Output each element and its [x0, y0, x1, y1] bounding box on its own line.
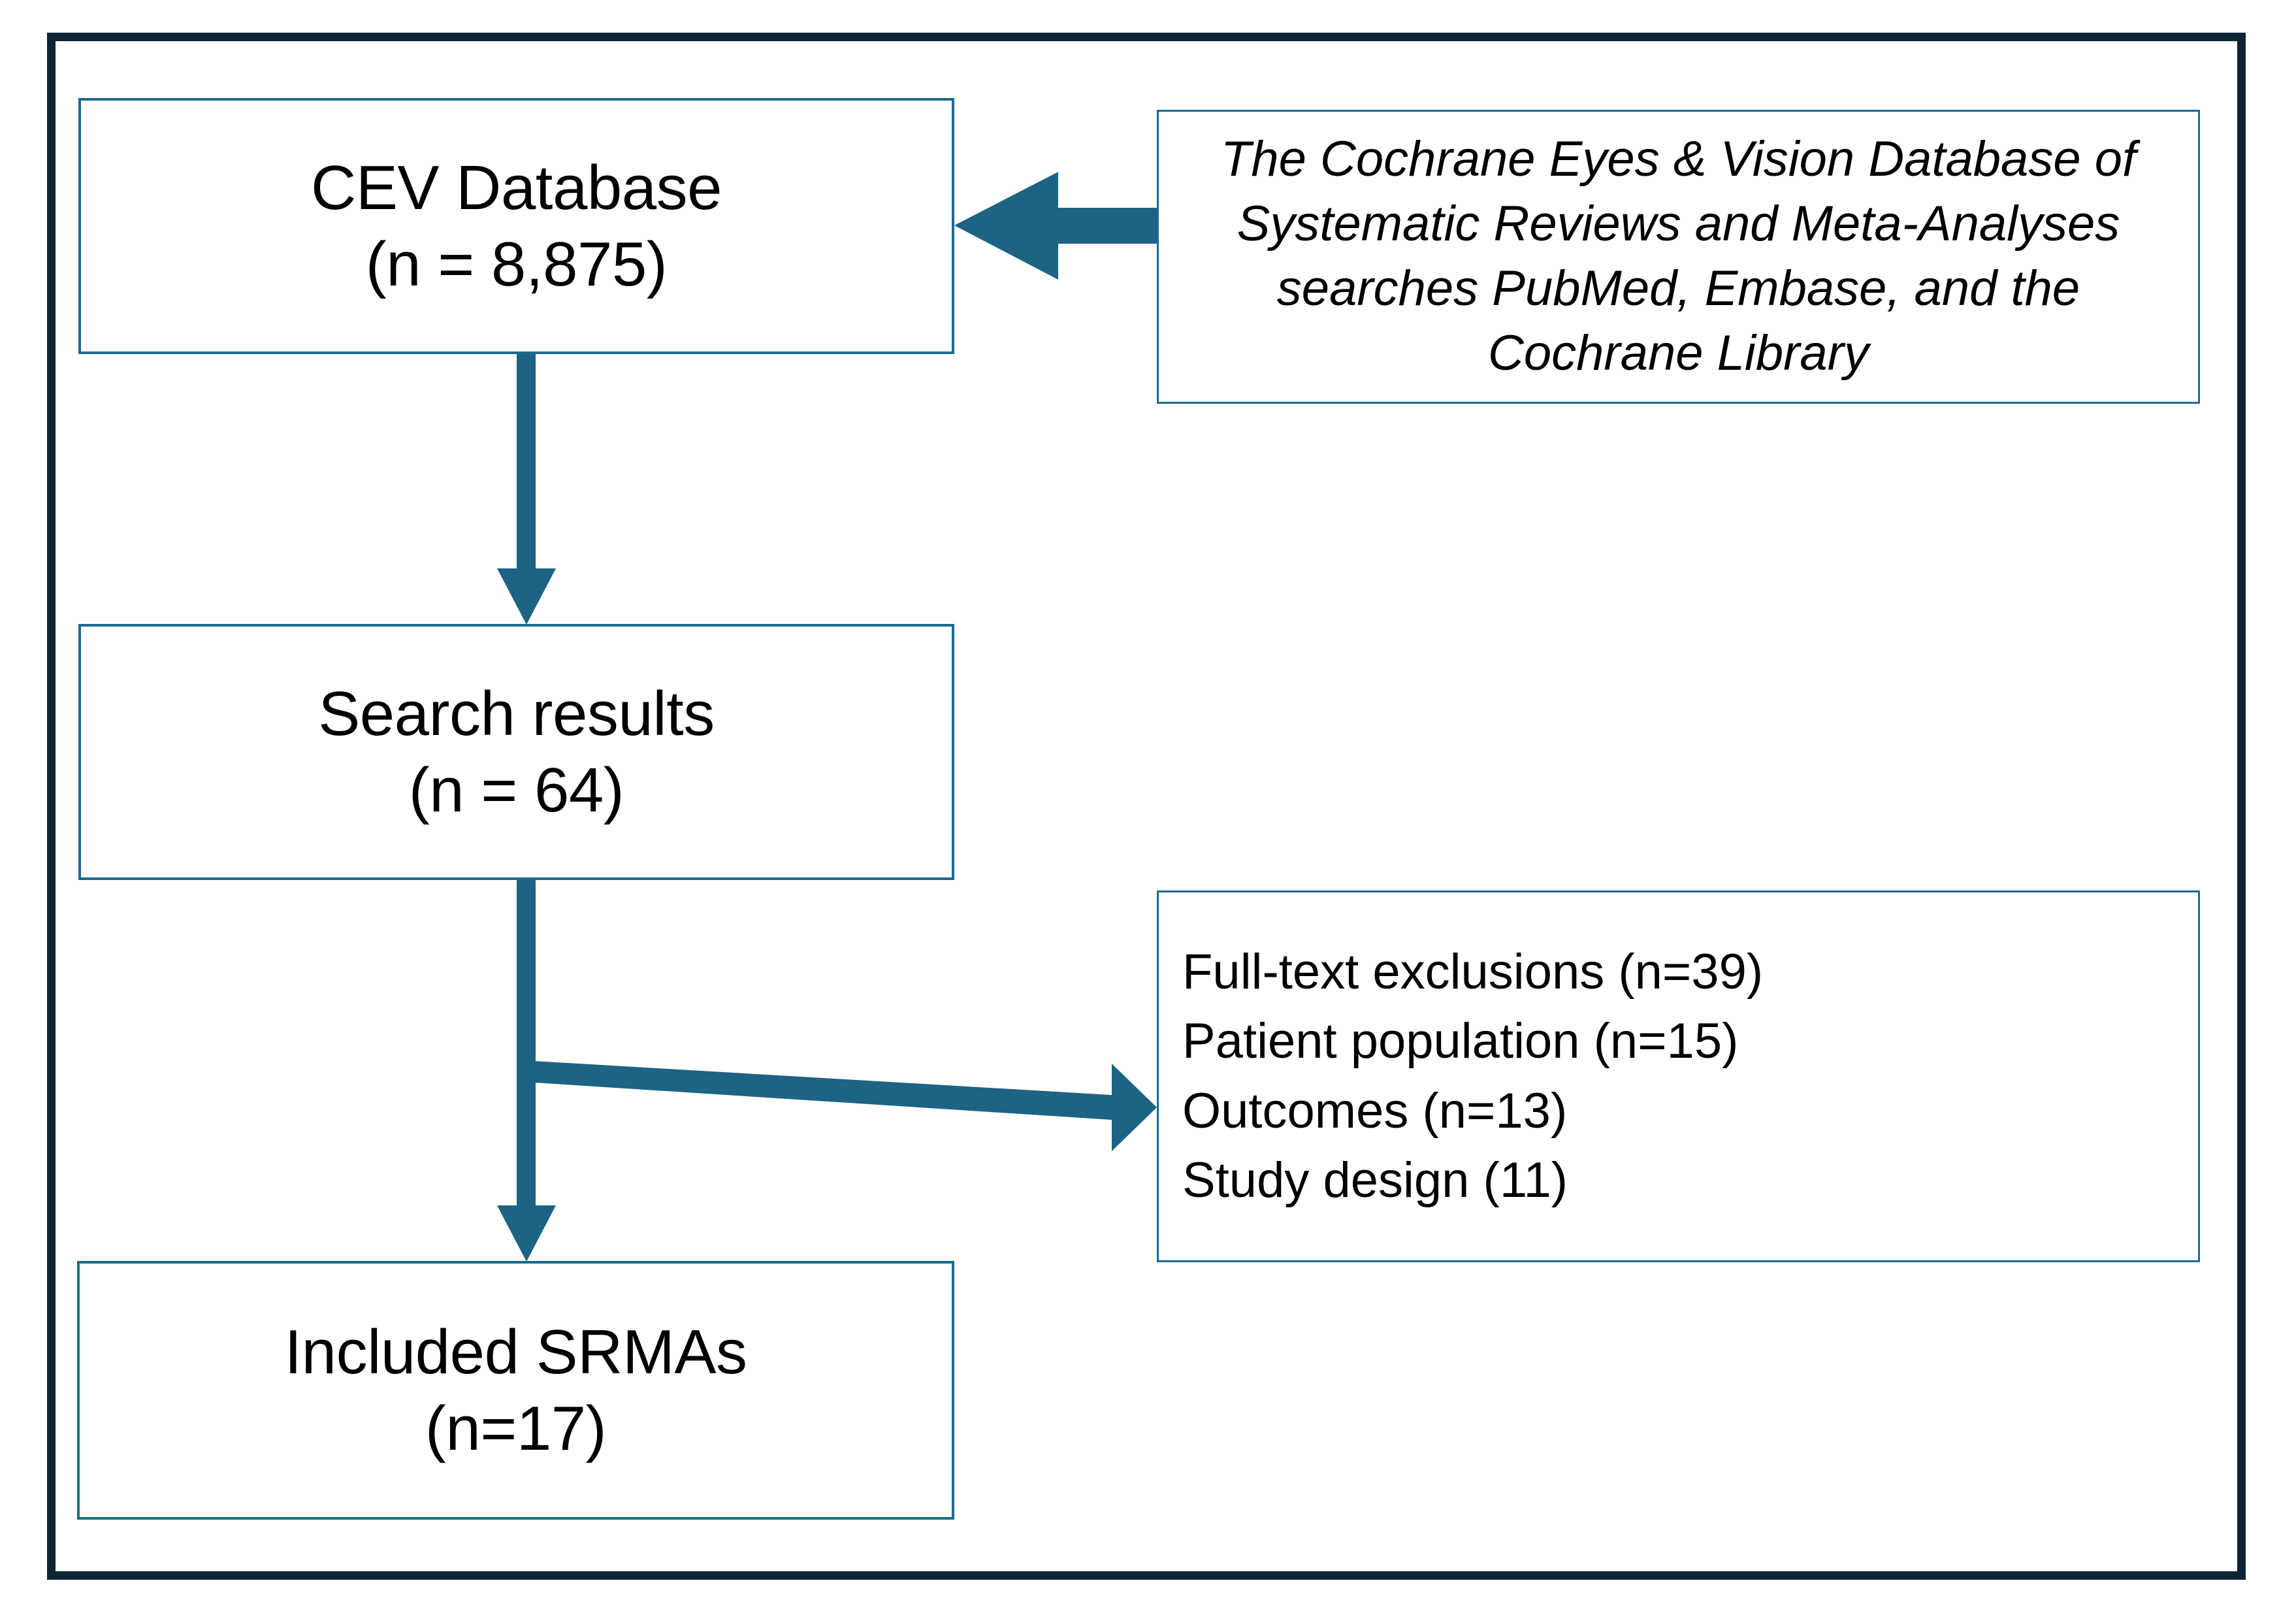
- search-results-title: Search results: [318, 678, 715, 749]
- included-srmas-count: (n=17): [425, 1394, 607, 1463]
- search-results-count: (n = 64): [408, 755, 624, 825]
- box-database-note: The Cochrane Eyes & Vision Database of S…: [1157, 110, 2200, 404]
- cev-database-count: (n = 8,875): [365, 229, 668, 299]
- exclusion-line-patient-population: Patient population (n=15): [1182, 1013, 1739, 1070]
- box-included-srmas: Included SRMAs (n=17): [77, 1261, 954, 1520]
- cev-database-title: CEV Database: [310, 152, 722, 223]
- database-note-text: The Cochrane Eyes & Vision Database of S…: [1220, 131, 2137, 381]
- exclusion-line-full-text: Full-text exclusions (n=39): [1182, 943, 1764, 1000]
- outer-frame-border: [47, 33, 2246, 1580]
- box-exclusions: Full-text exclusions (n=39) Patient popu…: [1157, 890, 2200, 1262]
- box-cev-database: CEV Database (n = 8,875): [78, 98, 954, 354]
- exclusion-line-study-design: Study design (11): [1182, 1152, 1568, 1208]
- included-srmas-title: Included SRMAs: [284, 1316, 747, 1387]
- exclusion-line-outcomes: Outcomes (n=13): [1182, 1083, 1568, 1139]
- box-search-results: Search results (n = 64): [78, 624, 954, 880]
